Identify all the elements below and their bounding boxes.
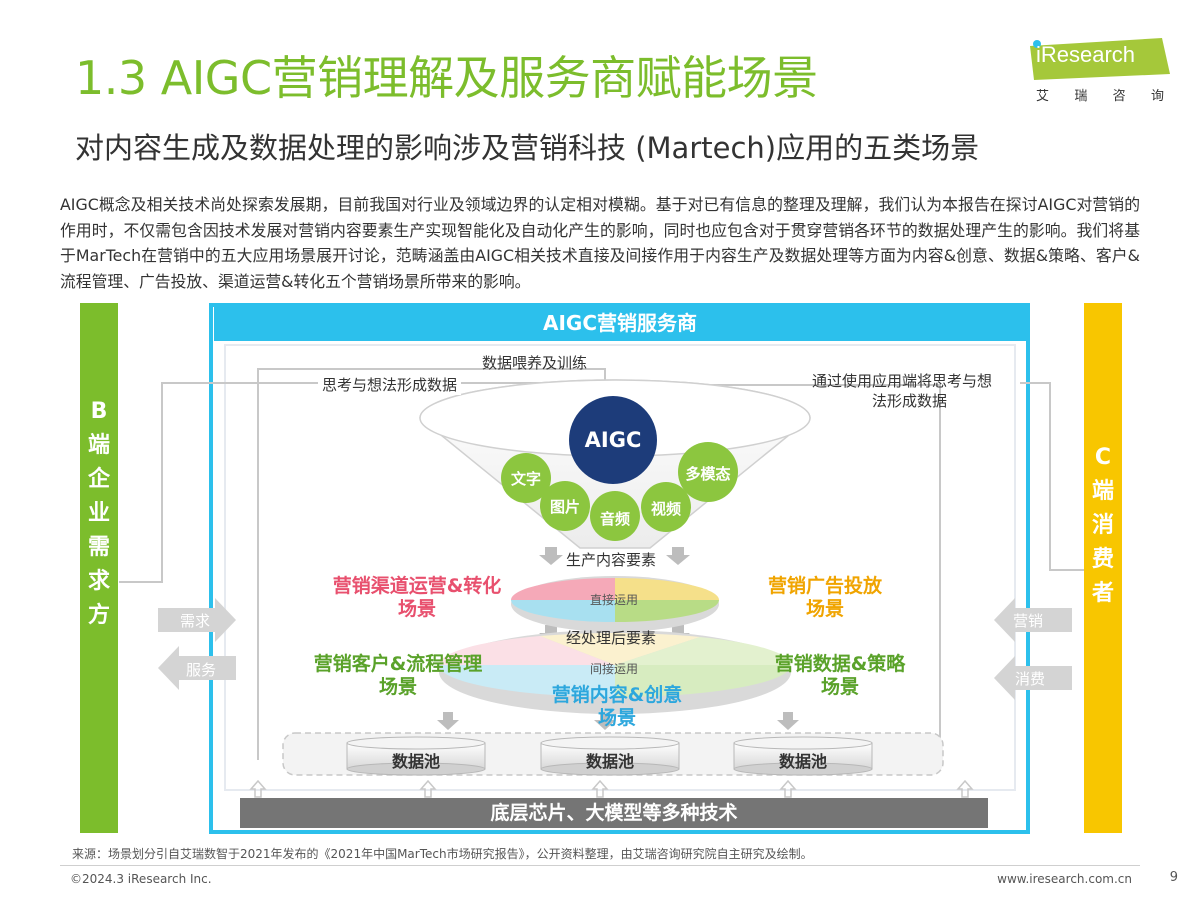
aigc-circle bbox=[569, 396, 657, 484]
marketing-arrow-shape bbox=[994, 598, 1072, 642]
iresearch-logo: iResearch 艾 瑞 咨 询 bbox=[1030, 38, 1170, 108]
b-end-enterprise-bar: B 端 企 业 需 求 方 bbox=[80, 303, 118, 833]
left-bar-char: 端 bbox=[87, 433, 110, 458]
data-pool-label: 数据池 bbox=[586, 752, 635, 771]
pie-slice-green-light-2 bbox=[615, 665, 791, 697]
think-left-label: 思考与想法形成数据 bbox=[318, 374, 462, 395]
pie-slice-pink bbox=[511, 578, 615, 600]
data-feed-label: 数据喂养及训练 bbox=[482, 354, 588, 372]
pie-slice-blue bbox=[511, 600, 615, 622]
think-right-label-1: 通过使用应用端将思考与想 bbox=[812, 372, 993, 390]
modality-circle-audio bbox=[590, 491, 640, 541]
logo-cn-char: 瑞 bbox=[1074, 89, 1088, 104]
inner-frame bbox=[224, 344, 1016, 791]
right-bar-char: 端 bbox=[1091, 479, 1114, 504]
data-pool-label: 数据池 bbox=[779, 752, 828, 771]
scene-ad-placement: 营销广告投放 场景 bbox=[750, 575, 900, 621]
pie-slice-pink-light bbox=[438, 636, 615, 665]
scene-suffix: 场景 bbox=[820, 676, 859, 698]
right-bar-char: 消 bbox=[1091, 513, 1114, 538]
modality-text-label: 文字 bbox=[510, 470, 541, 488]
direct-use-label: 直接运用 bbox=[590, 593, 639, 607]
scene-title: 营销渠道运营&转化 bbox=[332, 575, 502, 597]
scene-suffix: 场景 bbox=[397, 598, 436, 620]
modality-circle-video bbox=[641, 482, 691, 532]
logo-cn-char: 艾 bbox=[1036, 89, 1050, 104]
left-bar-char: 方 bbox=[87, 603, 110, 628]
left-feedback-line bbox=[119, 382, 400, 583]
pie-slice-green-light bbox=[615, 637, 791, 665]
data-pool-cylinders bbox=[346, 736, 873, 776]
scene-title: 营销广告投放 bbox=[767, 575, 882, 597]
scene-title: 营销客户&流程管理 bbox=[313, 653, 483, 675]
scene-title: 营销数据&策略 bbox=[774, 653, 906, 675]
footer-divider bbox=[60, 865, 1140, 866]
scene-content-creative: 营销内容&创意 场景 bbox=[535, 684, 699, 730]
demand-arrow-label: 需求 bbox=[180, 612, 211, 630]
modality-circle-text bbox=[501, 453, 551, 503]
modality-image-label: 图片 bbox=[549, 498, 580, 516]
indirect-use-label: 间接运用 bbox=[590, 662, 639, 676]
intro-paragraph: AIGC概念及相关技术尚处探索发展期，目前我国对行业及领域边界的认定相对模糊。基… bbox=[60, 195, 1140, 291]
aigc-label: AIGC bbox=[584, 428, 642, 452]
marketing-arrow-label: 营销 bbox=[1013, 612, 1044, 630]
logo-brand-text: iResearch bbox=[1036, 42, 1136, 67]
left-bar-char: 业 bbox=[87, 501, 110, 526]
modality-audio-label: 音频 bbox=[599, 510, 630, 528]
page-number: 9 bbox=[1169, 870, 1178, 885]
demand-arrow-shape bbox=[158, 598, 236, 642]
think-right-label-2: 法形成数据 bbox=[872, 392, 948, 410]
processed-elements-label: 经处理后要素 bbox=[566, 629, 657, 647]
service-arrow-shape bbox=[158, 646, 236, 690]
consume-arrow-label: 消费 bbox=[1015, 670, 1046, 688]
logo-cn-char: 咨 bbox=[1112, 89, 1126, 104]
scene-title: 营销内容&创意 bbox=[551, 684, 683, 706]
tech-foundation-bar: 底层芯片、大模型等多种技术 bbox=[240, 798, 988, 828]
website-link[interactable]: www.iresearch.com.cn bbox=[997, 872, 1132, 886]
left-bar-char: 企 bbox=[87, 467, 110, 492]
copyright: ©2024.3 iResearch Inc. bbox=[70, 872, 212, 886]
logo-cn-text: 艾 瑞 咨 询 bbox=[1036, 85, 1164, 104]
service-provider-title: AIGC营销服务商 bbox=[214, 305, 1026, 341]
pie-slice-yellow-light bbox=[540, 632, 700, 665]
scene-customer-process: 营销客户&流程管理 场景 bbox=[300, 653, 496, 699]
right-bar-char: 者 bbox=[1091, 581, 1114, 606]
scene-suffix: 场景 bbox=[597, 707, 636, 729]
modality-circle-image bbox=[540, 481, 590, 531]
pie-slice-green bbox=[615, 600, 719, 622]
logo-badge-icon bbox=[1030, 38, 1170, 80]
left-bar-char: 需 bbox=[87, 535, 110, 560]
right-bar-char: 费 bbox=[1091, 547, 1114, 572]
consume-arrow-shape bbox=[994, 656, 1072, 700]
modality-multimodal-label: 多模态 bbox=[685, 465, 731, 483]
right-feedback-line bbox=[1020, 382, 1084, 571]
scene-suffix: 场景 bbox=[378, 676, 417, 698]
scene-suffix: 场景 bbox=[805, 598, 844, 620]
page-title: 1.3 AIGC营销理解及服务商赋能场景 bbox=[75, 51, 818, 105]
logo-cn-char: 询 bbox=[1150, 89, 1164, 104]
service-arrow-label: 服务 bbox=[186, 661, 217, 679]
scene-data-strategy: 营销数据&策略 场景 bbox=[760, 653, 920, 699]
modality-video-label: 视频 bbox=[650, 500, 681, 518]
produce-elements-label: 生产内容要素 bbox=[566, 551, 657, 569]
data-pool-label: 数据池 bbox=[392, 752, 441, 771]
pie-slice-yellow bbox=[615, 578, 719, 600]
left-bar-char: B bbox=[90, 399, 108, 424]
page-subtitle: 对内容生成及数据处理的影响涉及营销科技 (Martech)应用的五类场景 bbox=[75, 131, 980, 165]
c-end-consumer-bar: C 端 消 费 者 bbox=[1084, 303, 1122, 833]
left-bar-char: 求 bbox=[87, 569, 110, 594]
source-note: 来源：场景划分引自艾瑞数智于2021年发布的《2021年中国MarTech市场研… bbox=[72, 847, 813, 861]
pie-slice-blue-light bbox=[439, 665, 615, 697]
modality-circle-multimodal bbox=[678, 442, 738, 502]
right-bar-char: C bbox=[1094, 445, 1112, 470]
scene-channel-conversion: 营销渠道运营&转化 场景 bbox=[322, 575, 512, 621]
